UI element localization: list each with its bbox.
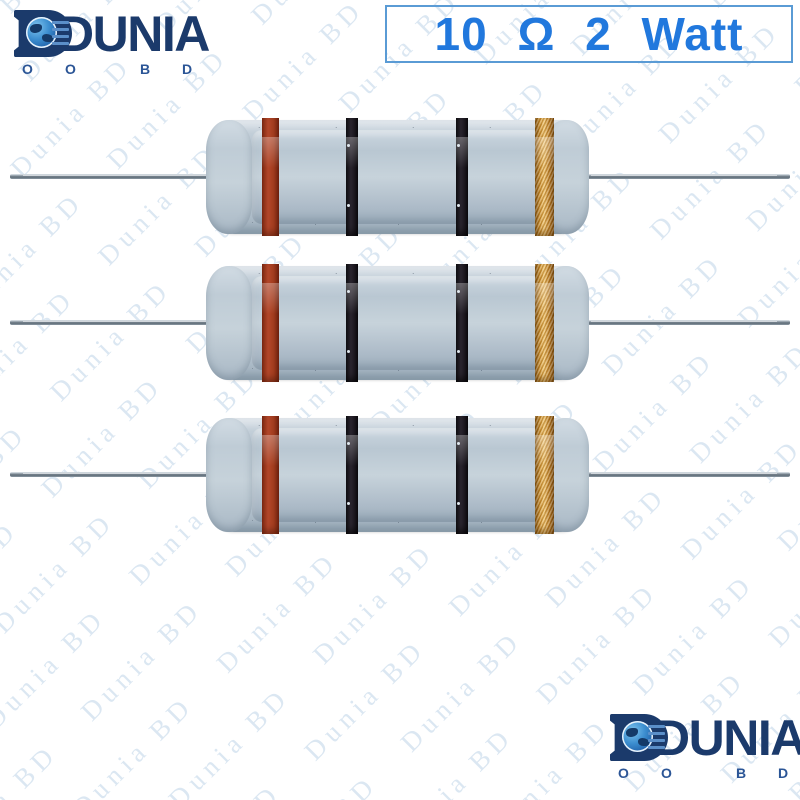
watermark-text: Dunia BD <box>298 632 432 767</box>
watermark-text: Dunia BD <box>236 0 370 127</box>
resistor-body <box>206 118 589 236</box>
watermark-text: Dunia BD <box>386 720 520 800</box>
color-band-3-black <box>456 118 468 236</box>
brand-logo-bottom-right: DUNIA O O B D <box>608 712 800 783</box>
resistor-body <box>206 264 589 382</box>
color-band-3-black <box>456 416 468 534</box>
logo-subletter-0: O <box>618 765 629 781</box>
color-band-1-brown <box>262 264 279 382</box>
logo-subletter-0: O <box>22 61 33 77</box>
resistor-lead-right <box>578 320 790 325</box>
logo-subletters: O O B D <box>12 61 192 79</box>
watermark-text: Dunia BD <box>66 689 200 800</box>
logo-stripes-icon <box>52 21 69 45</box>
resistor-lead-left <box>10 472 222 477</box>
watermark-text: Dunia BD <box>18 793 184 800</box>
globe-icon <box>622 721 653 752</box>
watermark-text: Dunia BD <box>74 593 209 727</box>
color-band-3-black <box>456 264 468 382</box>
resistor-cap-left <box>206 120 252 234</box>
logo-subletter-2: B <box>736 765 747 781</box>
power-unit: Watt <box>641 8 744 60</box>
brand-wordmark: DUNIA <box>654 710 800 766</box>
logo-row: DUNIA <box>12 6 210 62</box>
resistor-lead-left <box>10 174 222 179</box>
color-band-4-gold <box>535 118 554 236</box>
resistor-waist <box>252 428 543 522</box>
logo-subletters: O O B D <box>608 765 788 783</box>
globe-icon <box>26 17 57 48</box>
specification-text: 10 Ω 2 Watt <box>435 11 744 57</box>
resistor-2 <box>0 258 800 388</box>
watermark-text: Dunia BD <box>162 681 296 800</box>
resistor-waist <box>252 276 543 370</box>
power-value: 2 <box>585 8 612 60</box>
logo-row: DUNIA <box>608 712 800 764</box>
resistor-body <box>206 416 589 534</box>
watermark-text: Dunia BD <box>0 705 96 800</box>
watermark-text: Dunia BD <box>250 736 416 800</box>
color-band-4-gold <box>535 264 554 382</box>
resistor-lead-right <box>578 472 790 477</box>
logo-subletter-2: B <box>140 61 151 77</box>
specification-box: 10 Ω 2 Watt <box>385 5 793 63</box>
resistor-waist <box>252 130 543 224</box>
resistor-cap-left <box>206 418 252 532</box>
resistor-lead-right <box>578 174 790 179</box>
logo-stripes-icon <box>648 725 665 749</box>
resistor-cap-left <box>206 266 252 380</box>
globe-in-d-icon <box>12 8 74 60</box>
resistor-lead-left <box>10 320 222 325</box>
watermark-text: Dunia BD <box>530 576 664 710</box>
watermark-text: Dunia BD <box>154 745 320 800</box>
logo-subletter-3: D <box>778 765 789 781</box>
resistance-value: 10 <box>434 8 488 60</box>
logo-subletter-1: O <box>661 765 672 781</box>
color-band-1-brown <box>262 416 279 534</box>
logo-subletter-1: O <box>65 61 76 77</box>
color-band-2-black <box>346 264 358 382</box>
resistor-3 <box>0 410 800 540</box>
ohm-symbol: Ω <box>517 8 556 60</box>
watermark-text: Dunia BD <box>626 567 760 701</box>
color-band-2-black <box>346 118 358 236</box>
watermark-text: Dunia BD <box>394 624 528 758</box>
color-band-2-black <box>346 416 358 534</box>
resistor-1 <box>0 112 800 242</box>
color-band-1-brown <box>262 118 279 236</box>
watermark-text: Dunia BD <box>0 618 8 784</box>
brand-wordmark: DUNIA <box>58 6 210 62</box>
brand-logo-top-left: DUNIA O O B D <box>12 6 210 79</box>
color-band-4-gold <box>535 416 554 534</box>
logo-subletter-3: D <box>182 61 193 77</box>
watermark-text: Dunia BD <box>0 602 112 736</box>
globe-in-d-icon <box>608 712 670 764</box>
